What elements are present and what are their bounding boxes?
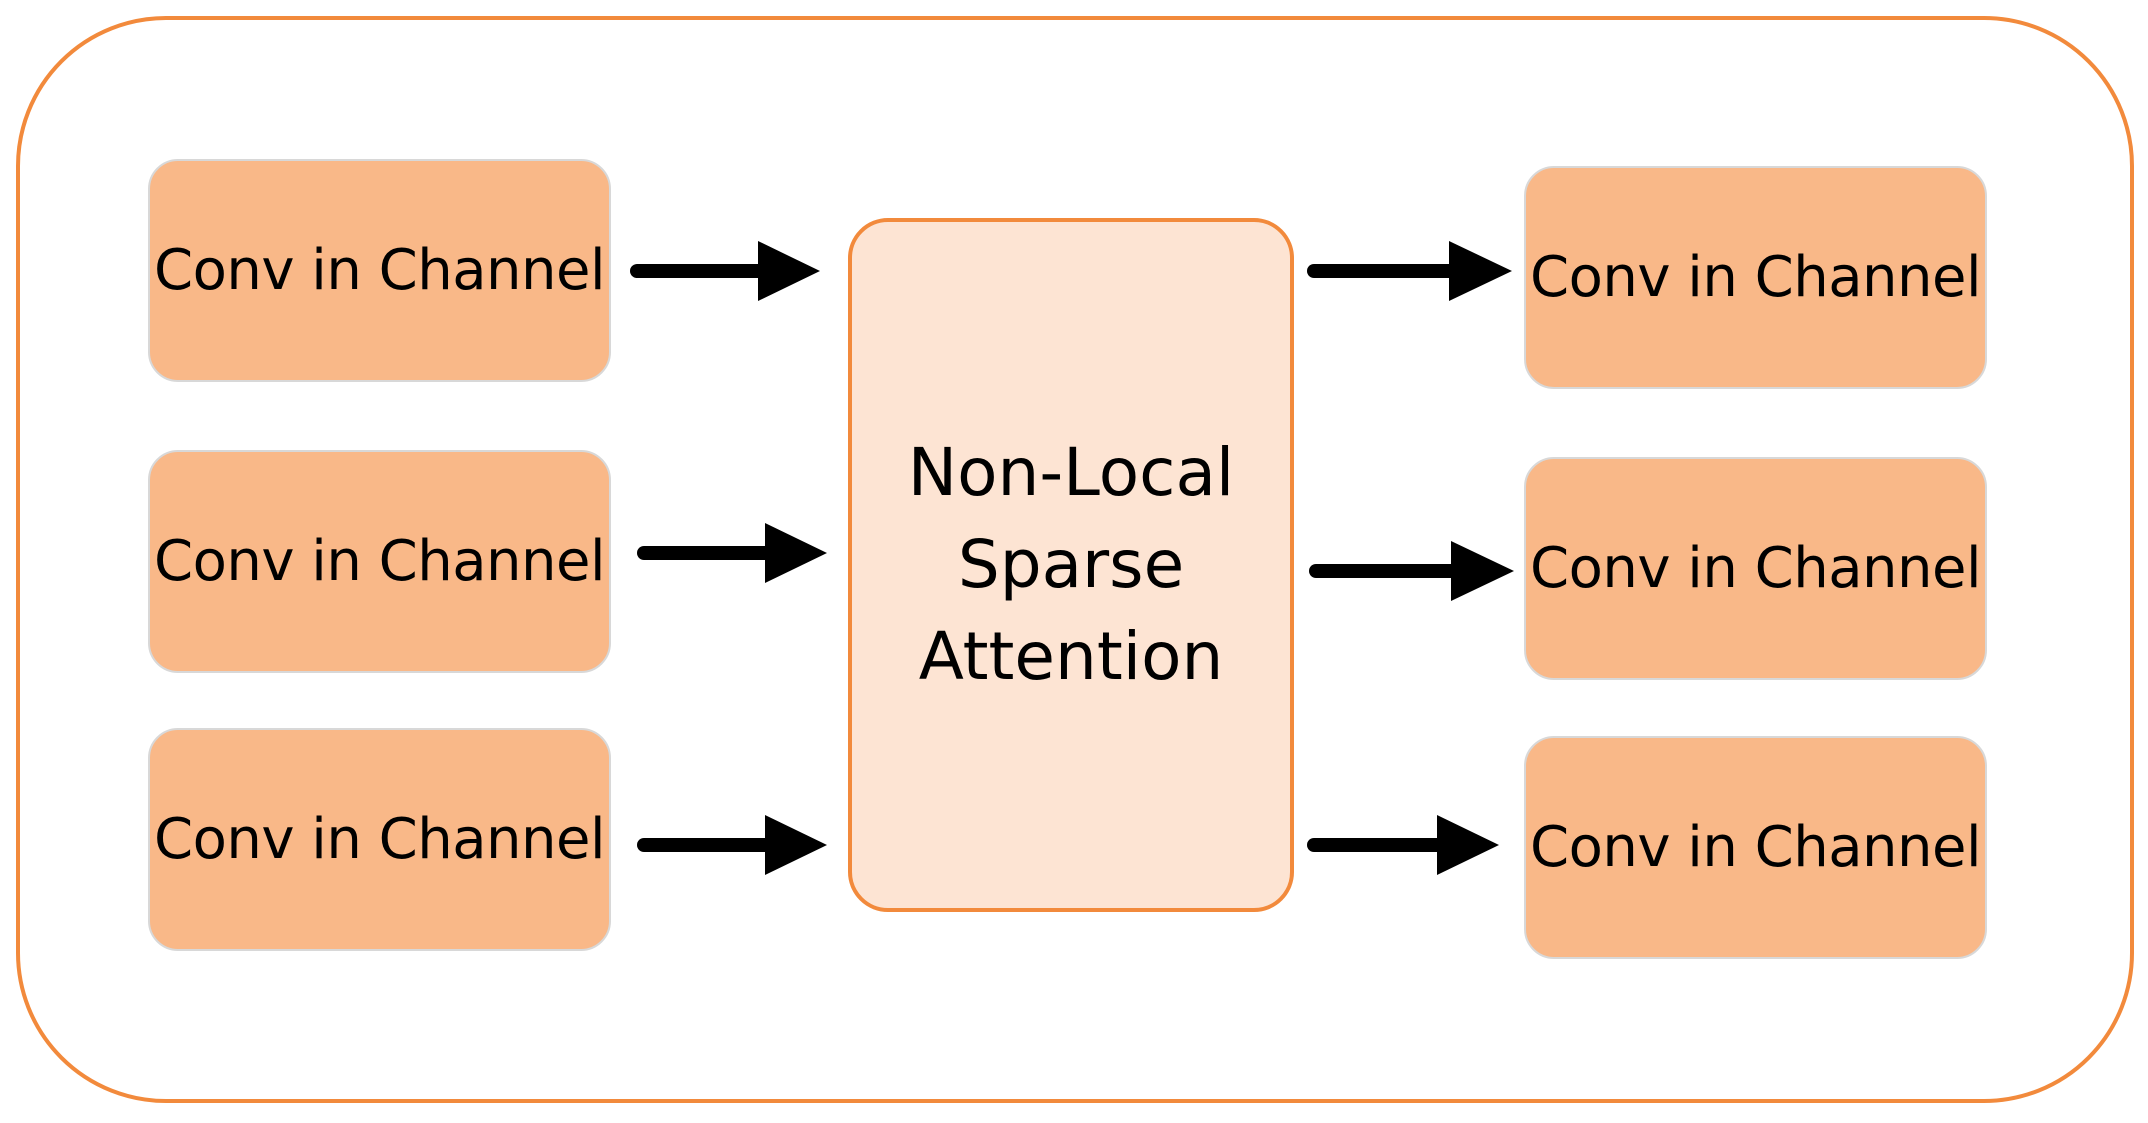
output-conv-block-3: Conv in Channel — [1524, 736, 1987, 959]
input-conv-block-2: Conv in Channel — [148, 450, 611, 673]
attention-label-line-1: Non-Local — [907, 434, 1235, 511]
arrow-attention-to-output-2 — [1309, 541, 1514, 601]
attention-label: Non-Local Sparse Attention — [852, 427, 1290, 703]
output-conv-label-2: Conv in Channel — [1529, 536, 1982, 601]
output-conv-label-3: Conv in Channel — [1529, 815, 1982, 880]
attention-label-line-2: Sparse — [957, 526, 1185, 603]
arrow-input-2-to-attention — [637, 523, 827, 583]
arrow-input-3-to-attention — [637, 815, 827, 875]
non-local-sparse-attention-block: Non-Local Sparse Attention — [848, 218, 1294, 912]
input-conv-block-3: Conv in Channel — [148, 728, 611, 951]
input-conv-label-1: Conv in Channel — [153, 238, 606, 303]
input-conv-label-2: Conv in Channel — [153, 529, 606, 594]
attention-label-line-3: Attention — [918, 618, 1224, 695]
arrow-input-1-to-attention — [630, 241, 820, 301]
output-conv-block-1: Conv in Channel — [1524, 166, 1987, 389]
arrow-attention-to-output-1 — [1307, 241, 1512, 301]
input-conv-block-1: Conv in Channel — [148, 159, 611, 382]
output-conv-label-1: Conv in Channel — [1529, 245, 1982, 310]
output-conv-block-2: Conv in Channel — [1524, 457, 1987, 680]
input-conv-label-3: Conv in Channel — [153, 807, 606, 872]
arrow-attention-to-output-3 — [1307, 815, 1499, 875]
